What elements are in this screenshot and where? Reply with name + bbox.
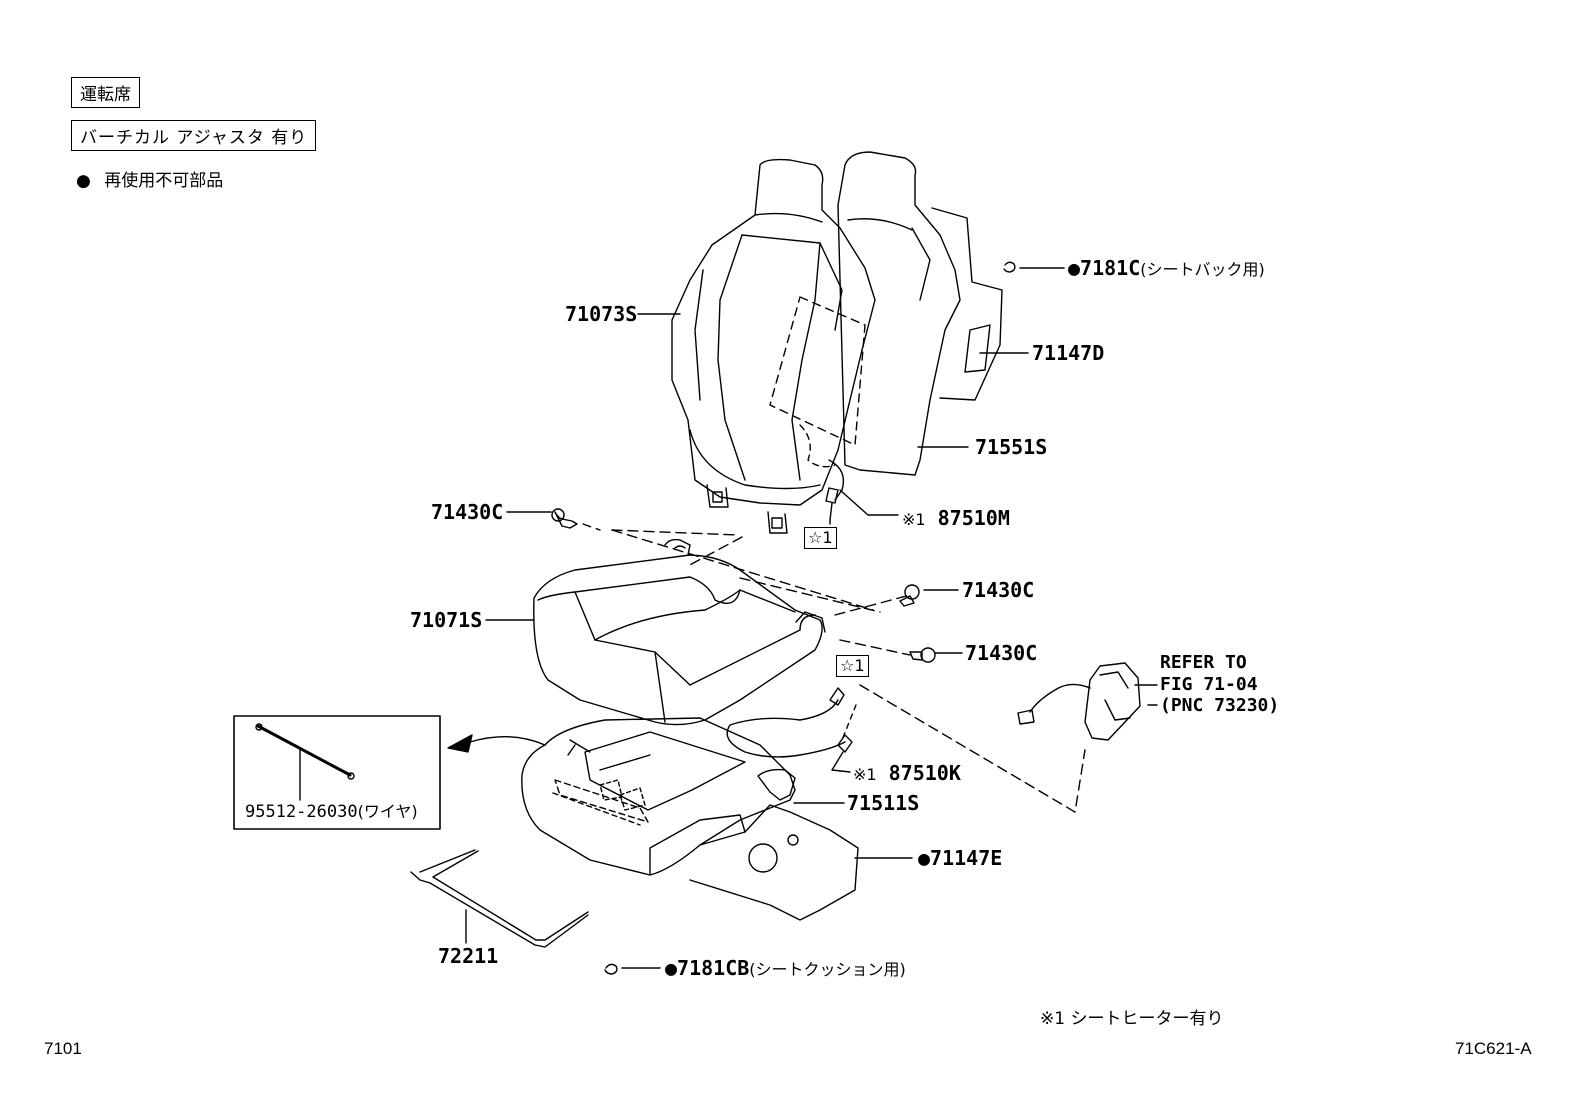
part-label-72211[interactable]: 72211 <box>438 944 499 968</box>
part-number-87510K: 87510K <box>888 761 961 785</box>
page-code-right: 71C621-A <box>1455 1039 1532 1058</box>
cushion-pad-71511S <box>521 717 796 876</box>
part-label-95512-26030[interactable]: 95512-26030(ワイヤ) <box>245 804 418 821</box>
part-label-71511S[interactable]: 71511S <box>847 791 920 815</box>
seatback-cover-71073S <box>671 158 876 506</box>
non-reusable-bullet-icon: ● <box>665 956 678 980</box>
part-label-71430C-left[interactable]: 71430C <box>431 500 504 524</box>
part-note-95512: (ワイヤ) <box>357 802 418 821</box>
part-label-87510M[interactable]: ※1 87510M <box>902 508 1010 528</box>
part-label-71430C-right-2[interactable]: 71430C <box>965 641 1038 665</box>
wire-72211 <box>410 849 589 948</box>
part-label-7181CB[interactable]: ●7181CB(シートクッション用) <box>665 958 906 978</box>
part-label-71073S[interactable]: 71073S <box>565 302 638 326</box>
part-label-71147D[interactable]: 71147D <box>1032 341 1105 365</box>
heater-mark: ※1 <box>902 510 926 529</box>
seatbelt-buckle <box>1084 662 1141 741</box>
backboard-71147D <box>931 207 1003 401</box>
star-ref-box-cushion: ☆1 <box>836 655 869 677</box>
refer-line-1: REFER TO <box>1160 652 1247 673</box>
star-ref-box-back: ☆1 <box>804 527 837 549</box>
refer-to-note[interactable]: REFER TO FIG 71-04 (PNC 73230) <box>1160 652 1279 717</box>
part-note-7181CB: (シートクッション用) <box>749 960 906 979</box>
legend-non-reusable-text: 再使用不可部品 <box>104 171 224 191</box>
part-number-87510M: 87510M <box>937 506 1010 530</box>
part-number-95512-26030: 95512-26030 <box>245 802 358 822</box>
non-reusable-bullet-icon: ● <box>1068 256 1081 280</box>
seat-cushion-71071S <box>533 554 823 726</box>
non-reusable-bullet-icon: ● <box>76 171 91 191</box>
part-label-71071S[interactable]: 71071S <box>410 608 483 632</box>
seatback-rear-pad <box>837 151 961 476</box>
part-number-7181CB: 7181CB <box>677 956 750 980</box>
part-number-7181C: 7181C <box>1080 256 1141 280</box>
non-reusable-bullet-icon: ● <box>918 846 931 870</box>
part-label-71147E[interactable]: ●71147E <box>918 848 1002 868</box>
part-label-87510K[interactable]: ※1 87510K <box>853 763 961 783</box>
backboard-71147E <box>689 804 859 921</box>
heater-mark: ※1 <box>853 765 877 784</box>
part-note-7181C: (シートバック用) <box>1140 260 1265 279</box>
legend-driver-seat: 運転席 <box>71 77 140 108</box>
part-label-71430C-right-1[interactable]: 71430C <box>962 578 1035 602</box>
refer-line-2: FIG 71-04 <box>1160 673 1258 695</box>
legend-non-reusable: ● 再使用不可部品 <box>76 166 223 191</box>
part-label-71551S[interactable]: 71551S <box>975 435 1048 459</box>
part-number-71147E: 71147E <box>930 846 1003 870</box>
part-label-7181C[interactable]: ●7181C(シートバック用) <box>1068 258 1265 278</box>
refer-line-3: (PNC 73230) <box>1160 695 1280 717</box>
legend-vertical-adjuster: バーチカル アジャスタ 有り <box>71 120 317 151</box>
footnote-heater: ※1 シートヒーター有り <box>1040 1009 1224 1029</box>
page-code-left: 7101 <box>44 1039 82 1058</box>
